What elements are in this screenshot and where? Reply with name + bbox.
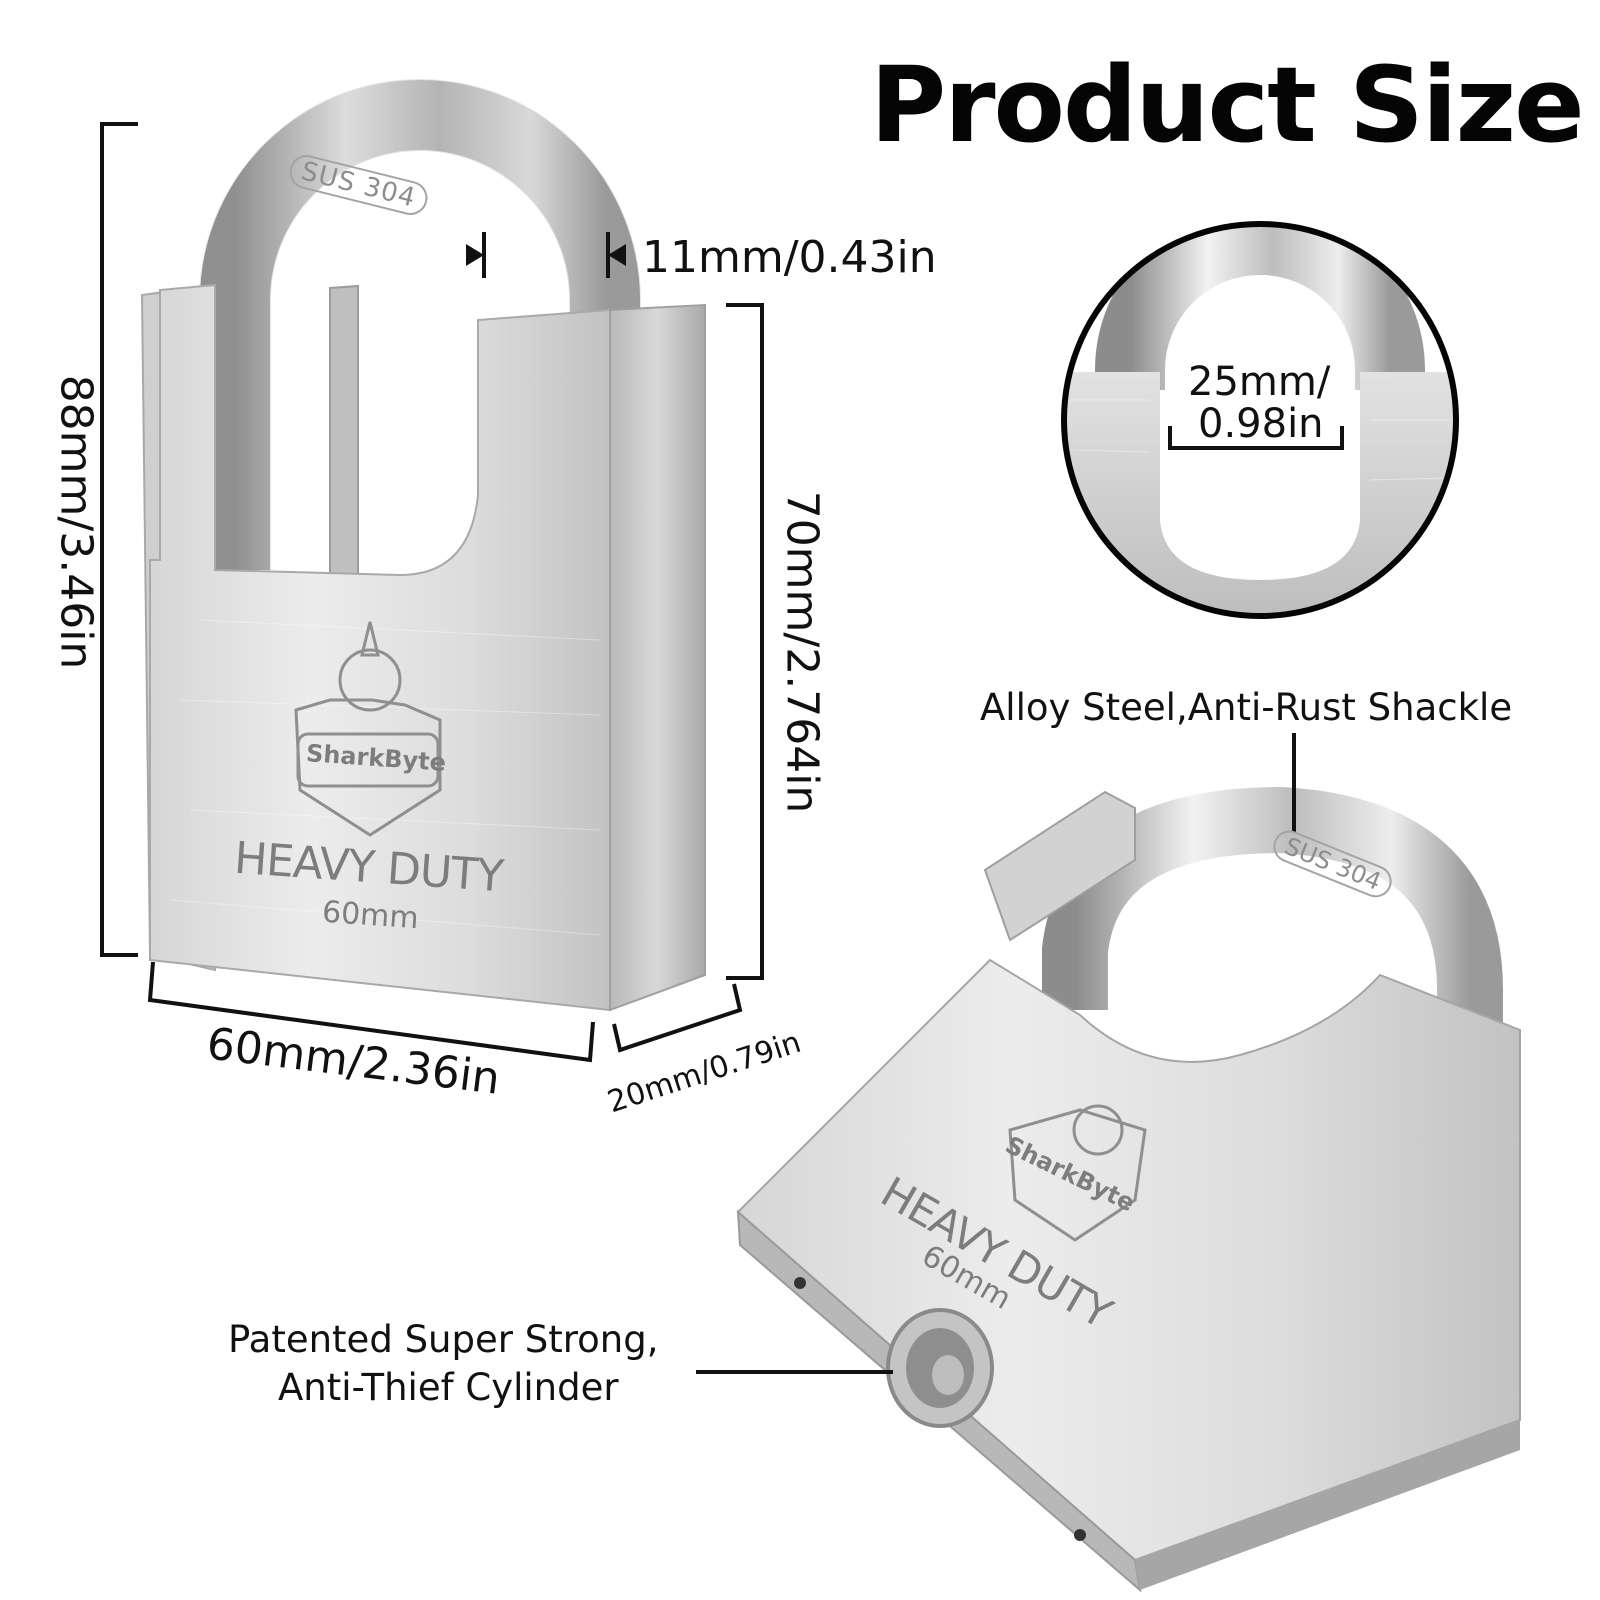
front-body xyxy=(149,283,611,1012)
body-height-label: 70mm/2.764in xyxy=(776,490,828,814)
width-line xyxy=(147,961,595,1063)
shackle-diameter-arrow-left xyxy=(466,244,484,266)
angled-body-front xyxy=(736,958,1521,1562)
dimension-lines xyxy=(100,122,1296,1374)
height-total-line xyxy=(100,122,138,957)
shackle-clearance-label-line2: 0.98in xyxy=(1198,401,1324,447)
body-height-line xyxy=(726,303,764,980)
cylinder xyxy=(886,1308,994,1428)
front-shackle xyxy=(200,80,640,570)
shackle-clearance-label-line1: 25mm/ xyxy=(1188,359,1331,405)
shackle-callout: Alloy Steel,Anti-Rust Shackle xyxy=(980,686,1513,729)
depth-line xyxy=(612,983,743,1053)
front-body-side xyxy=(609,303,706,1012)
height-total-label: 88mm/3.46in xyxy=(50,374,102,670)
shackle-diameter-label: 11mm/0.43in xyxy=(642,232,937,283)
shackle-diameter-arrow-right xyxy=(608,244,626,266)
angled-shackle xyxy=(1042,786,1503,1030)
cylinder-callout-line1: Patented Super Strong, xyxy=(228,1318,659,1361)
front-padlock xyxy=(140,79,706,1012)
angled-padlock xyxy=(736,786,1521,1593)
page-title: Product Size xyxy=(870,44,1585,166)
shackle-clearance-detail xyxy=(1061,221,1459,619)
cylinder-callout-line2: Anti-Thief Cylinder xyxy=(278,1366,619,1409)
size-engraving: 60mm xyxy=(320,894,420,937)
